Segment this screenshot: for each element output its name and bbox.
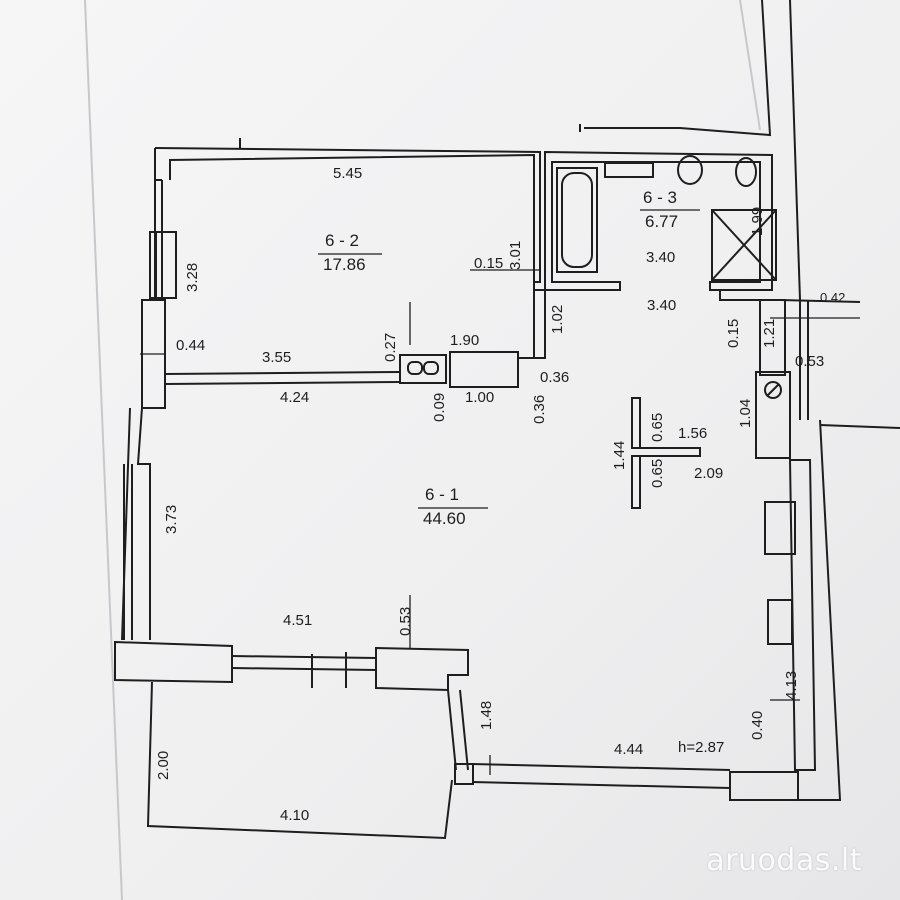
sink-bowl	[423, 361, 439, 375]
room-6-1-area: 44.60	[423, 509, 466, 528]
wall-bottom-corner	[729, 771, 799, 801]
dim-5-45: 5.45	[333, 165, 362, 182]
dim-3-40-a: 3.40	[646, 249, 675, 266]
dim-4-51: 4.51	[283, 612, 312, 629]
balcony-outline	[146, 681, 453, 840]
wall-partition-6-2	[164, 371, 401, 385]
wall-bottom-right-stub	[447, 689, 469, 771]
bathtub	[556, 167, 598, 273]
boiler-meter	[764, 381, 782, 399]
wall-bottom-mid	[375, 646, 469, 692]
dim-0-09: 0.09	[431, 393, 448, 422]
balcony-door	[231, 652, 377, 688]
column	[454, 763, 474, 785]
boiler-meter-line	[766, 383, 780, 397]
ceiling-height: h=2.87	[678, 739, 724, 756]
dim-3-55: 3.55	[262, 349, 291, 366]
dim-2-09: 2.09	[694, 465, 723, 482]
wall-pier-left	[141, 299, 166, 409]
dim-0-36-a: 0.36	[540, 369, 569, 386]
dim-3-73: 3.73	[163, 505, 180, 534]
outer-wall-right-upper	[789, 0, 801, 301]
dim-4-24: 4.24	[280, 389, 309, 406]
room-6-2-area: 17.86	[323, 255, 366, 274]
sink-bowl	[407, 361, 423, 375]
electric-panel	[767, 599, 793, 645]
wall-room-6-3	[544, 150, 773, 291]
room-6-2-code: 6 - 2	[325, 231, 359, 250]
window-6-2	[149, 231, 177, 299]
appliance-stove	[449, 351, 519, 388]
dim-4-44: 4.44	[614, 741, 643, 758]
watermark-logo: aruodas.lt	[706, 843, 862, 878]
dim-3-40-b: 3.40	[647, 297, 676, 314]
dim-3-28: 3.28	[184, 263, 201, 292]
dim-1-99: 1.99	[749, 207, 766, 236]
toilet	[677, 155, 703, 185]
dim-4-10: 4.10	[280, 807, 309, 824]
dim-0-53-a: 0.53	[795, 353, 824, 370]
wall-t-stem-lower	[631, 455, 641, 509]
wall-t-bar	[636, 447, 701, 457]
dim-0-40: 0.40	[749, 711, 766, 740]
dim-1-00: 1.00	[465, 389, 494, 406]
dimension-lines	[140, 269, 860, 775]
dim-2-00: 2.00	[155, 751, 172, 780]
bidet	[735, 157, 757, 187]
dim-4-13: 4.13	[783, 671, 800, 700]
boiler-box	[755, 371, 791, 459]
dim-0-27: 0.27	[382, 333, 399, 362]
wall-right-lower	[788, 459, 817, 771]
wall-ext-lower	[819, 424, 900, 429]
dim-1-44: 1.44	[611, 441, 628, 470]
walls	[114, 0, 900, 840]
dim-1-90: 1.90	[450, 332, 479, 349]
dim-0-53-b: 0.53	[397, 607, 414, 636]
dim-0-44: 0.44	[176, 337, 205, 354]
paper-edge-top	[739, 0, 761, 131]
bathtub-inner	[561, 172, 593, 268]
dim-1-04: 1.04	[737, 399, 754, 428]
dim-0-15-a: 0.15	[474, 255, 503, 272]
room-6-1-code: 6 - 1	[425, 485, 459, 504]
dim-1-02: 1.02	[549, 305, 566, 334]
wall-bottom-right	[471, 763, 731, 789]
dim-0-65-a: 0.65	[649, 413, 666, 442]
dim-1-48: 1.48	[478, 701, 495, 730]
shower-diag	[711, 209, 777, 281]
dim-0-36-b: 0.36	[531, 395, 548, 424]
appliance-sink	[399, 354, 447, 384]
dim-3-01: 3.01	[507, 241, 524, 270]
dim-0-15-b: 0.15	[725, 319, 742, 348]
paper-edge-left	[84, 0, 123, 900]
window-left-6-1	[123, 464, 133, 640]
room-6-3-area: 6.77	[645, 212, 678, 231]
washbasin	[604, 162, 654, 178]
wall-right-mid	[799, 300, 809, 420]
dim-1-21: 1.21	[761, 319, 778, 348]
dim-1-56: 1.56	[678, 425, 707, 442]
dim-0-42: 0.42	[820, 290, 845, 305]
wardrobe	[764, 501, 796, 555]
outer-wall-top-right	[584, 0, 772, 137]
wall-closet-upper	[719, 290, 786, 376]
wall-ext	[779, 299, 861, 303]
wall-bottom-left	[114, 640, 233, 684]
shower-tray	[711, 209, 777, 281]
dim-0-65-b: 0.65	[649, 459, 666, 488]
room-6-3-code: 6 - 3	[643, 188, 677, 207]
